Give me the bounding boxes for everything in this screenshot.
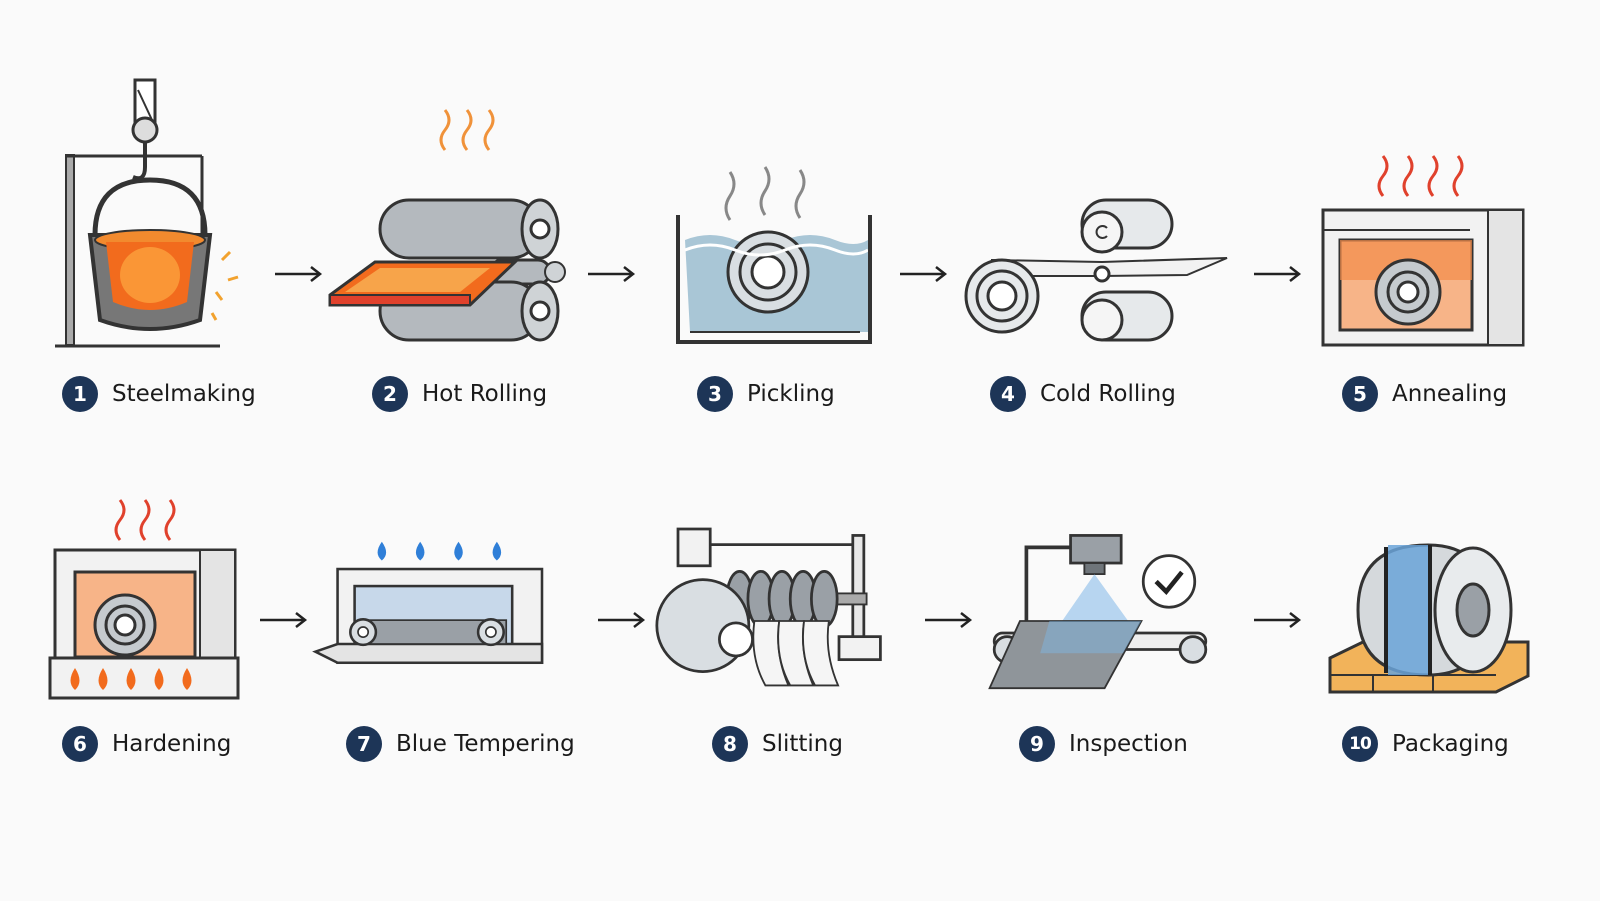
step-number-badge: 8 [712, 726, 748, 762]
arrow-right-icon [586, 264, 636, 284]
step-name: Blue Tempering [396, 731, 575, 757]
packaged-coil-icon [1318, 420, 1548, 730]
step-5-label: 5 Annealing [1342, 376, 1507, 412]
arrow-right-icon [273, 264, 323, 284]
step-number-badge: 7 [346, 726, 382, 762]
step-pickling: 3 Pickling [660, 70, 890, 450]
step-2-label: 2 Hot Rolling [372, 376, 547, 412]
step-10-label: 10 Packaging [1342, 726, 1509, 762]
step-1-label: 1 Steelmaking [62, 376, 256, 412]
step-7-label: 7 Blue Tempering [346, 726, 575, 762]
step-steelmaking: 1 Steelmaking [40, 70, 270, 450]
hot-rolling-mill-icon [328, 70, 566, 380]
step-3-label: 3 Pickling [697, 376, 835, 412]
step-name: Hot Rolling [422, 381, 548, 407]
step-name: Steelmaking [112, 381, 256, 407]
tempering-oven-icon [312, 420, 544, 730]
cold-rolling-mill-icon [962, 70, 1228, 380]
arrow-right-icon [923, 610, 973, 630]
slitting-machine-icon [655, 420, 885, 730]
step-number-badge: 6 [62, 726, 98, 762]
step-packaging: 10 Packaging [1318, 420, 1548, 800]
step-number-badge: 2 [372, 376, 408, 412]
arrow-right-icon [1252, 610, 1302, 630]
step-cold-rolling: 4 Cold Rolling [962, 70, 1228, 450]
step-annealing: 5 Annealing [1318, 70, 1548, 450]
step-number-badge: 9 [1019, 726, 1055, 762]
step-blue-tempering: 7 Blue Tempering [312, 420, 575, 800]
step-4-label: 4 Cold Rolling [990, 376, 1176, 412]
step-6-label: 6 Hardening [62, 726, 231, 762]
step-9-label: 9 Inspection [1019, 726, 1188, 762]
ladle-icon [40, 70, 270, 380]
pickling-tank-icon [660, 70, 890, 380]
arrow-right-icon [1252, 264, 1302, 284]
step-name: Packaging [1392, 731, 1509, 757]
step-number-badge: 4 [990, 376, 1026, 412]
hardening-furnace-icon [40, 420, 270, 730]
step-name: Annealing [1392, 381, 1508, 407]
step-number-badge: 3 [697, 376, 733, 412]
step-inspection: 9 Inspection [985, 420, 1215, 800]
step-name: Pickling [747, 381, 835, 407]
arrow-right-icon [258, 610, 308, 630]
step-number-badge: 1 [62, 376, 98, 412]
inspection-camera-icon [985, 420, 1215, 730]
step-number-badge: 5 [1342, 376, 1378, 412]
step-name: Slitting [762, 731, 843, 757]
annealing-furnace-icon [1318, 70, 1548, 380]
arrow-right-icon [596, 610, 646, 630]
step-slitting: 8 Slitting [655, 420, 885, 800]
step-8-label: 8 Slitting [712, 726, 843, 762]
step-name: Cold Rolling [1040, 381, 1176, 407]
step-number-badge: 10 [1342, 726, 1378, 762]
arrow-right-icon [898, 264, 948, 284]
step-name: Inspection [1069, 731, 1188, 757]
step-name: Hardening [112, 731, 232, 757]
step-hardening: 6 Hardening [40, 420, 270, 800]
step-hot-rolling: 2 Hot Rolling [328, 70, 566, 450]
